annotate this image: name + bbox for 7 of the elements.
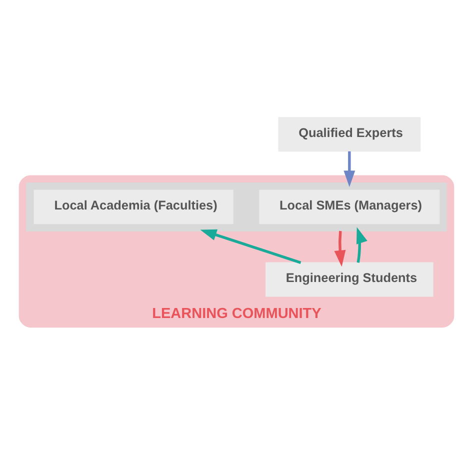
- arrow: [344, 151, 356, 188]
- node-box: Engineering Students: [266, 262, 434, 297]
- arrow: [334, 230, 346, 267]
- arrow: [200, 229, 302, 264]
- cluster: [26, 182, 447, 232]
- node-box: Qualified Experts: [278, 117, 421, 152]
- arrow: [356, 227, 368, 263]
